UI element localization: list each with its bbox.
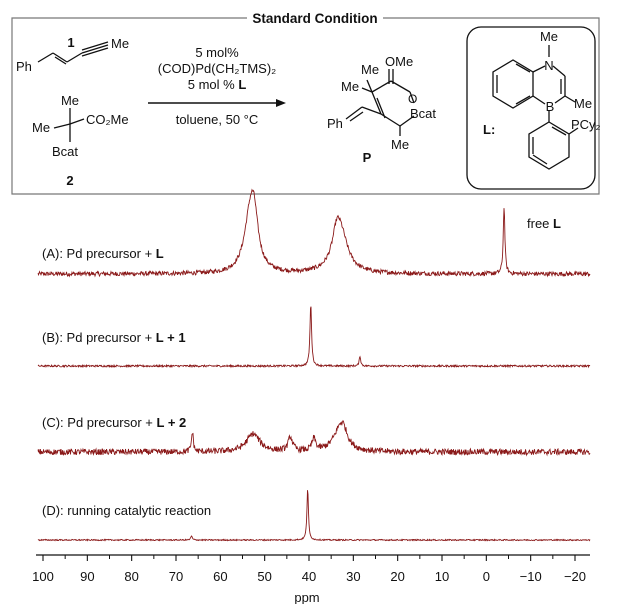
ligand-structure: [492, 45, 579, 170]
ppm-tick-label: 80: [124, 569, 138, 584]
ppm-tick-label: 90: [80, 569, 94, 584]
reactant-2-number: 2: [66, 173, 73, 188]
reactant-2-me-left: Me: [32, 120, 50, 135]
product-me-3: Me: [391, 137, 409, 152]
ppm-tick-label: 20: [390, 569, 404, 584]
product-ph: Ph: [327, 116, 343, 131]
reactant-1-number: 1: [67, 35, 74, 50]
ligand-me-n: Me: [540, 29, 558, 44]
ligand-b: B: [546, 99, 555, 114]
conditions-line-3: 5 mol % L: [188, 77, 247, 92]
ppm-tick-label: 0: [483, 569, 490, 584]
conditions-line-3-bold: L: [238, 77, 246, 92]
ligand-me-b: Me: [574, 96, 592, 111]
trace-label-c: (C): Pd precursor + L + 2: [42, 415, 186, 430]
reactant-1-me: Me: [111, 36, 129, 51]
reactant-1-ph: Ph: [16, 59, 32, 74]
product-structure: [345, 69, 415, 136]
product-me-1: Me: [361, 62, 379, 77]
conditions-line-3-prefix: 5 mol %: [188, 77, 239, 92]
ppm-axis-label: ppm: [294, 590, 319, 604]
ppm-tick-label: 30: [346, 569, 360, 584]
trace-label-b: (B): Pd precursor + L + 1: [42, 330, 186, 345]
product-o: O: [408, 92, 417, 106]
nmr-trace-a: [37, 188, 591, 278]
ppm-tick-label: 50: [257, 569, 271, 584]
reactant-2-structure: [53, 108, 85, 142]
nmr-trace-d: [37, 490, 591, 542]
product-me-2: Me: [341, 79, 359, 94]
reactant-2-me-top: Me: [61, 93, 79, 108]
ppm-tick-label: −10: [520, 569, 542, 584]
ligand-box: [466, 26, 596, 190]
nmr-traces: [37, 188, 591, 542]
scheme-title: Standard Condition: [252, 11, 377, 26]
ppm-tick-label: −20: [564, 569, 586, 584]
product-ome: OMe: [385, 54, 413, 69]
trace-label-d: (D): running catalytic reaction: [42, 503, 211, 518]
ppm-tick-label: 70: [169, 569, 183, 584]
ppm-tick-label: 40: [302, 569, 316, 584]
scheme-panel: Standard Condition Ph Me 1 Me Me CO₂Me B…: [11, 11, 601, 195]
nmr-trace-c: [37, 419, 591, 457]
reactant-2-bcat: Bcat: [52, 144, 78, 159]
free-ligand-annotation: free L: [527, 216, 561, 231]
conditions-line-4: toluene, 50 °C: [176, 112, 259, 127]
nmr-trace-b: [37, 306, 591, 369]
ppm-tick-label: 60: [213, 569, 227, 584]
reaction-arrow: [148, 99, 286, 107]
conditions-line-1: 5 mol%: [195, 45, 239, 60]
ligand-n: N: [544, 58, 553, 73]
reactant-2-ester: CO₂Me: [86, 112, 129, 127]
conditions-line-2: (COD)Pd(CH₂TMS)₂: [158, 61, 276, 76]
trace-label-a: (A): Pd precursor + L: [42, 246, 164, 261]
ppm-tick-label: 100: [32, 569, 54, 584]
product-bcat: Bcat: [410, 106, 436, 121]
product-label: P: [363, 150, 372, 165]
ppm-tick-label: 10: [435, 569, 449, 584]
ligand-label: L:: [483, 122, 495, 137]
reactant-1-structure: [37, 41, 109, 65]
spectra-panel: (A): Pd precursor + L free L (B): Pd pre…: [32, 188, 591, 604]
ligand-pcy2: PCy₂: [571, 117, 601, 132]
